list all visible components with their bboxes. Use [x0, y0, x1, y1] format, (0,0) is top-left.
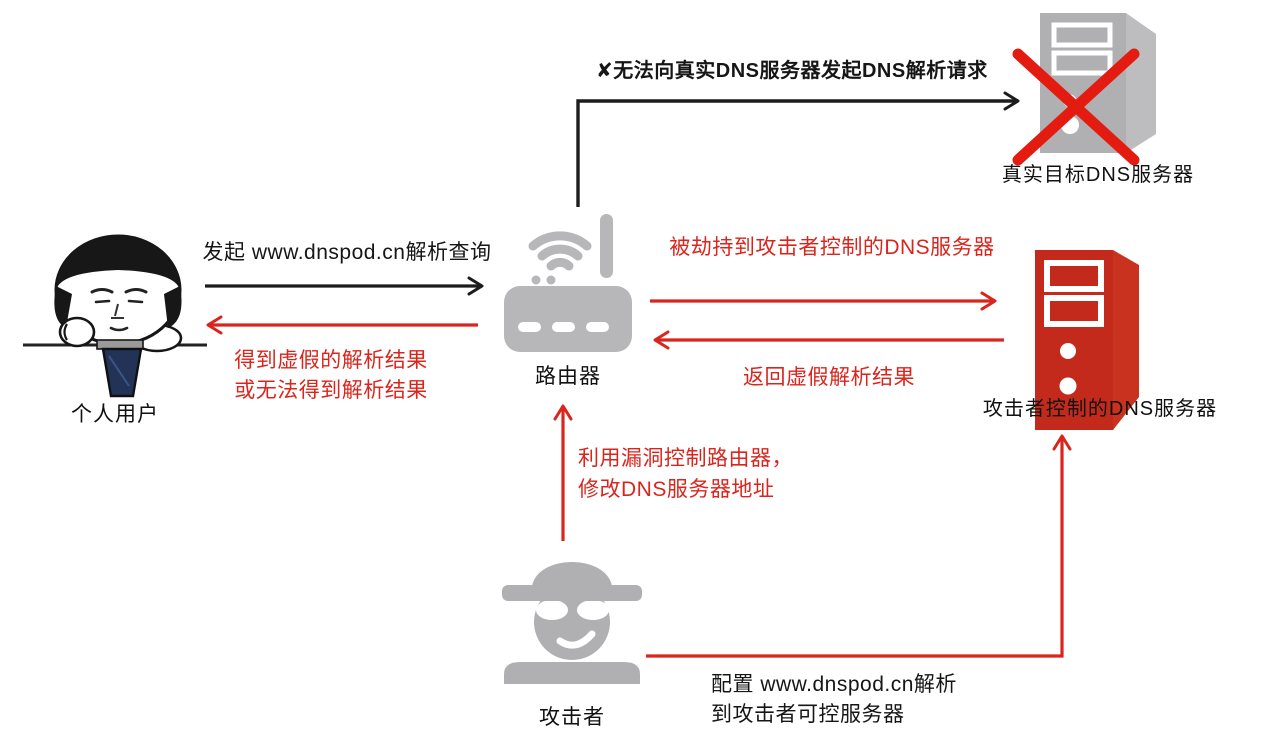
caption-line: 得到虚假的解析结果 [234, 349, 428, 372]
user-icon [23, 234, 207, 398]
hat-crown [532, 562, 612, 588]
arrow-blocked-router-to-realdns [576, 91, 1020, 207]
router-icon [504, 214, 632, 352]
attacker-dns-server-icon [1035, 250, 1139, 430]
caption-configure-resolution: 配置 www.dnspod.cn解析 到攻击者可控服务器 [711, 670, 957, 730]
arrow-configure-attacker-to-attackerdns [646, 434, 1072, 658]
tie [101, 347, 143, 398]
router-body [504, 286, 632, 352]
attacker-label: 攻击者 [539, 706, 605, 729]
smile [556, 630, 596, 649]
attacker-icon [502, 562, 642, 684]
caption-blocked-request: ✘无法向真实DNS服务器发起DNS解析请求 [596, 60, 988, 82]
caption-fake-result-to-user: 得到虚假的解析结果 或无法得到解析结果 [196, 346, 466, 406]
caption-query: 发起 www.dnspod.cn解析查询 [202, 241, 492, 264]
wifi-icon [528, 231, 592, 271]
sunglasses-right-lens [577, 600, 609, 620]
real-dns-server-label: 真实目标DNS服务器 [1001, 164, 1195, 186]
caption-line: 利用漏洞控制路由器， [578, 447, 793, 470]
shoulders [504, 662, 640, 684]
sunglasses-left-lens [536, 600, 568, 620]
router-label: 路由器 [535, 365, 601, 388]
caption-fake-result-to-router: 返回虚假解析结果 [743, 366, 915, 389]
bowl-hair [55, 235, 180, 290]
antenna [600, 214, 613, 278]
caption-exploit-router: 利用漏洞控制路由器， 修改DNS服务器地址 [578, 443, 793, 505]
caption-line: 修改DNS服务器地址 [578, 478, 775, 501]
user-label: 个人用户 [71, 403, 159, 426]
blocked-x-icon [1012, 48, 1140, 166]
caption-line: 到攻击者可控服务器 [711, 703, 905, 726]
hat-brim [502, 585, 642, 601]
hand-fist [58, 316, 96, 348]
caption-hijack: 被劫持到攻击者控制的DNS服务器 [669, 236, 995, 259]
attacker-dns-server-label: 攻击者控制的DNS服务器 [982, 398, 1218, 420]
caption-line: 或无法得到解析结果 [234, 379, 428, 402]
real-dns-server-icon [1040, 13, 1156, 153]
caption-line: 配置 www.dnspod.cn解析 [711, 673, 957, 696]
